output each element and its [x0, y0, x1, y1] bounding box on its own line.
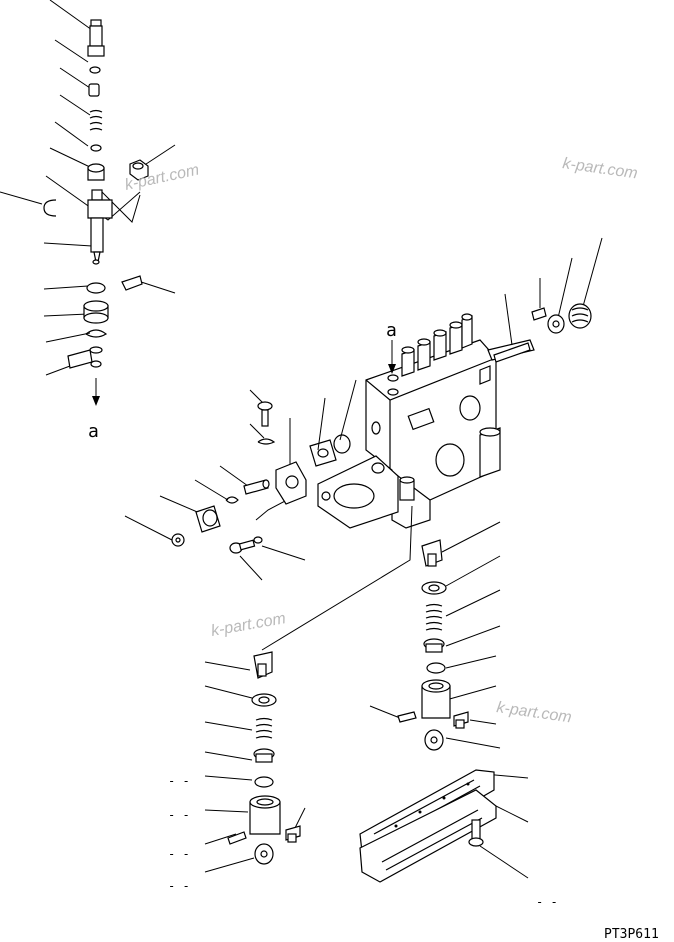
injector-nozzle-holder [87, 19, 113, 265]
pin-middle [243, 479, 270, 495]
fork-lower-right [421, 539, 443, 567]
bottom-bolt [468, 819, 484, 847]
small-pin-top-right [531, 307, 547, 321]
seat-lower-left [251, 693, 277, 707]
sleeve-lower-right [421, 679, 451, 719]
spring-seat-lower-right [423, 638, 445, 653]
small-washer-middle [253, 536, 263, 544]
view-label-a-top: a [386, 320, 397, 341]
watermark-center: k-part.com [210, 610, 287, 640]
roller-lower-right [424, 729, 444, 751]
cover-plate-middle [275, 461, 307, 505]
pin-lower-right [397, 711, 417, 723]
tappet-lower-left [285, 825, 301, 843]
nut-top [129, 159, 149, 181]
leader-lines-middle-left [124, 389, 413, 651]
fork-lower-left [253, 651, 273, 679]
shaft-top-right [493, 342, 531, 363]
dash-mark-5: - - [536, 895, 558, 909]
dash-mark-2: - - [168, 808, 190, 822]
spring-lower-right [425, 603, 443, 631]
spring-seat-lower-left [253, 748, 275, 763]
breather-top-right [568, 303, 592, 329]
washer-middle [225, 496, 239, 504]
bolt-middle-a [257, 401, 273, 427]
clip-left [43, 199, 57, 217]
clip-middle [257, 438, 276, 445]
small-bracket [121, 275, 143, 291]
bottom-gasket [359, 789, 497, 883]
view-label-a-left: a [88, 421, 99, 442]
leader-lines-lower-left [204, 661, 306, 873]
bolt-middle-b [229, 539, 256, 554]
dash-mark-4: - - [168, 879, 190, 893]
watermark-lower-right: k-part.com [495, 699, 572, 726]
dash-mark-1: - - [168, 774, 190, 788]
tappet-lower-right [453, 711, 469, 729]
watermark-top-right: k-part.com [561, 155, 638, 182]
cap-top-right [547, 314, 565, 334]
seat-lower-right [421, 581, 447, 595]
pin-lower-left [227, 831, 247, 845]
leader-lines-top-right [317, 237, 603, 451]
roller-lower-left [254, 843, 274, 865]
page-code: PT3P611 [604, 927, 659, 942]
mounting-flange [317, 455, 399, 529]
view-arrow-top: a [386, 320, 397, 374]
seal-rings-left [67, 282, 109, 369]
oring-lower-right [426, 662, 446, 674]
oring-lower-left [254, 776, 274, 788]
dash-marks-left: - - - - - - - - [168, 774, 190, 893]
ring-middle [171, 533, 185, 547]
collar-middle [195, 505, 221, 533]
gasket-flange [309, 434, 351, 467]
spring-lower-left [255, 717, 273, 739]
view-arrow-left [92, 378, 100, 406]
dash-mark-3: - - [168, 847, 190, 861]
sleeve-lower-left [249, 795, 281, 835]
